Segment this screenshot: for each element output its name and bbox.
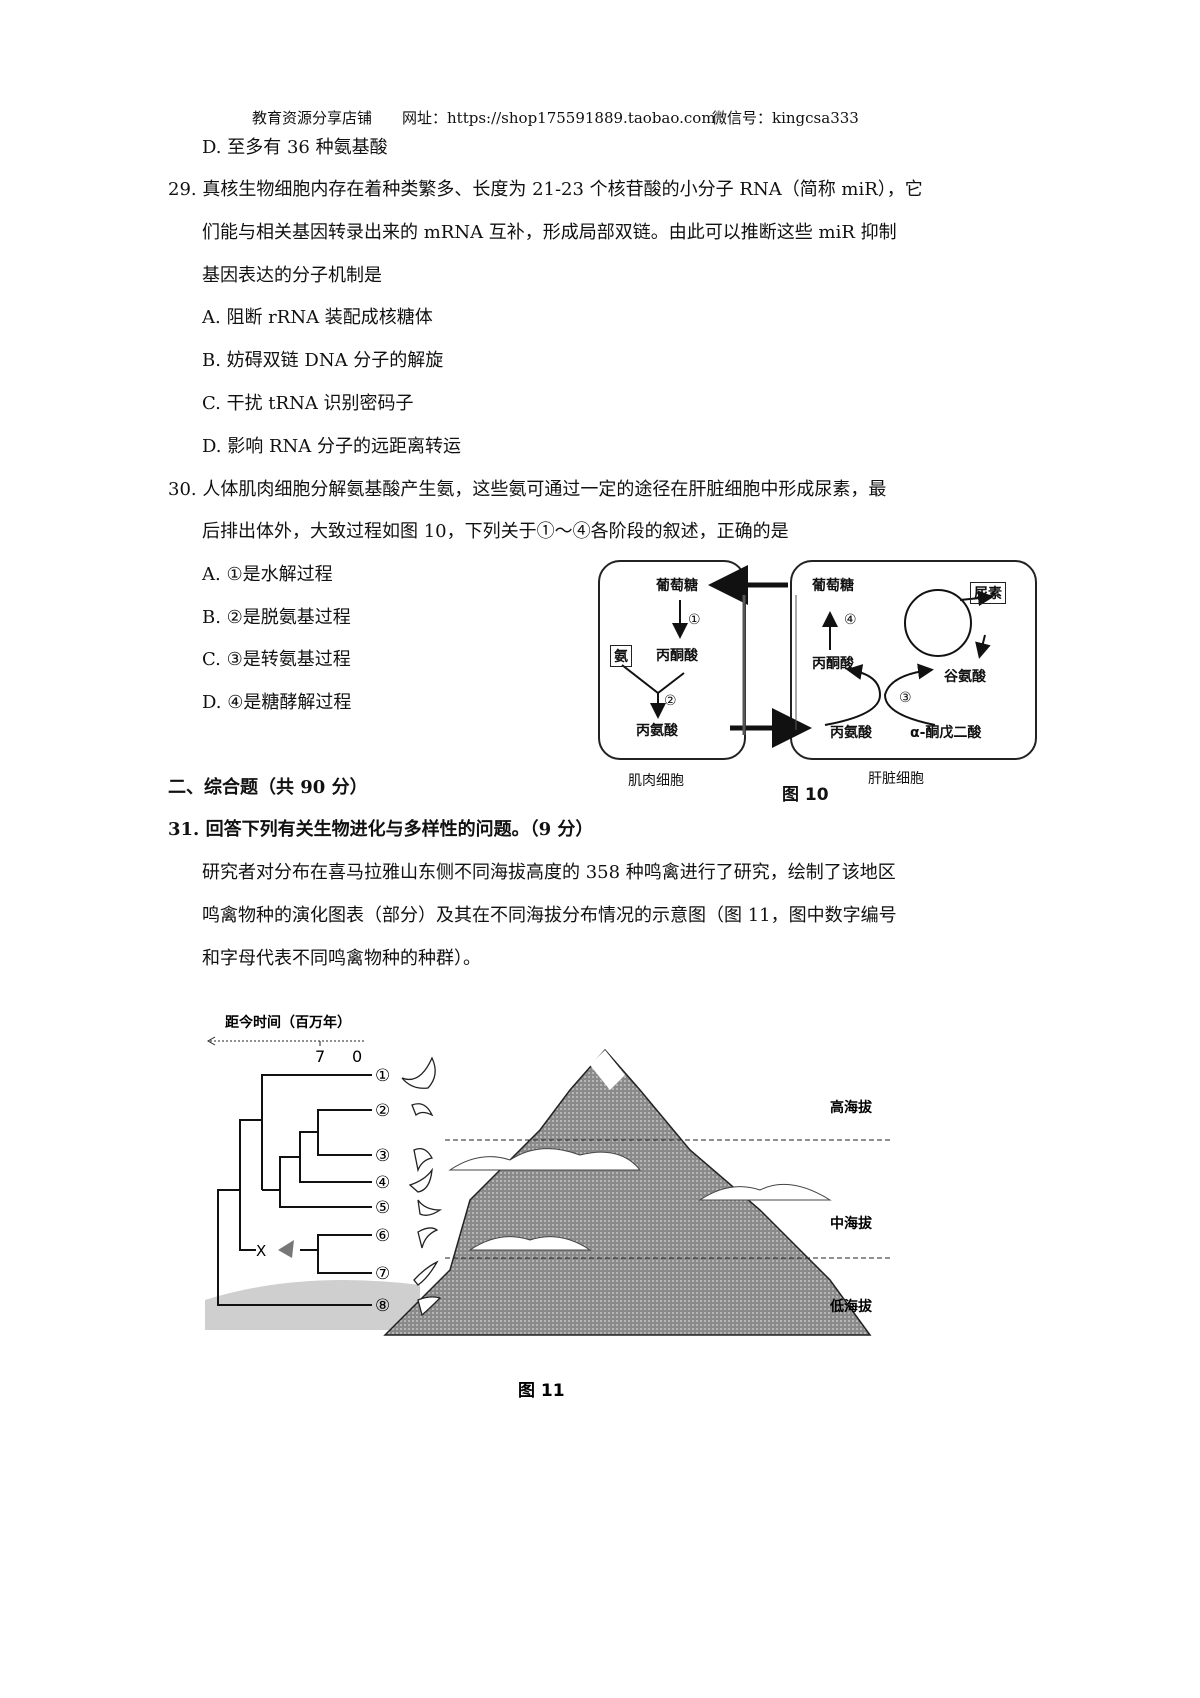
- q30-option-d: D. ④是糖酵解过程: [202, 692, 352, 713]
- muscle-pyruvate: 丙酮酸: [656, 648, 698, 664]
- q29-line: 基因表达的分子机制是: [202, 265, 382, 286]
- q29-line: 们能与相关基因转录出来的 mRNA 互补，形成局部双链。由此可以推断这些 miR…: [202, 222, 897, 243]
- muscle-glucose: 葡萄糖: [656, 578, 698, 594]
- bird-icons: [399, 1056, 443, 1317]
- bird-icon: [417, 1199, 443, 1216]
- urea: 尿素: [970, 582, 1006, 604]
- step-1: ①: [688, 612, 701, 628]
- q31-title: 31. 回答下列有关生物进化与多样性的问题。（9 分）: [168, 819, 594, 840]
- bird-icon: [411, 1103, 434, 1117]
- q29-option-d: D. 影响 RNA 分子的远距离转运: [202, 436, 461, 457]
- species-7: ⑦: [375, 1264, 390, 1284]
- q30-option-c: C. ③是转氨基过程: [202, 649, 351, 670]
- q29-line: 29. 真核生物细胞内存在着种类繁多、长度为 21-23 个核苷酸的小分子 RN…: [168, 179, 923, 200]
- q31-line: 和字母代表不同鸣禽物种的种群）。: [202, 948, 481, 969]
- alpha-ketoglutarate: α-酮戊二酸: [910, 725, 982, 741]
- bird-icon: [413, 1260, 439, 1286]
- q29-option-a: A. 阻断 rRNA 装配成核糖体: [202, 307, 433, 328]
- bird-icon: [417, 1296, 442, 1317]
- ancestor-bird-icon: [278, 1240, 294, 1258]
- bird-icon: [408, 1167, 433, 1193]
- liver-cell-label: 肝脏细胞: [868, 771, 924, 787]
- q31-line: 鸣禽物种的演化图表（部分）及其在不同海拔分布情况的示意图（图 11，图中数字编号: [202, 905, 897, 926]
- q30-option-b: B. ②是脱氨基过程: [202, 607, 351, 628]
- header-shop: 教育资源分享店铺: [252, 109, 373, 127]
- species-4: ④: [375, 1173, 390, 1193]
- high-altitude-label: 高海拔: [830, 1099, 873, 1116]
- liver-pyruvate: 丙酮酸: [812, 656, 854, 672]
- q29-option-b: B. 妨碍双链 DNA 分子的解旋: [202, 350, 444, 371]
- prev-option-d: D. 至多有 36 种氨基酸: [202, 137, 388, 158]
- mountain: [383, 1048, 872, 1336]
- figure-10-arrows: [621, 565, 994, 748]
- ammonia: 氨: [610, 645, 632, 667]
- bird-icon: [417, 1227, 439, 1249]
- mid-altitude-label: 中海拔: [830, 1215, 873, 1232]
- step-3: ③: [899, 690, 912, 706]
- species-3: ③: [375, 1146, 390, 1166]
- clouds: [448, 1148, 832, 1251]
- header-url: 网址：https://shop175591889.taobao.com: [402, 109, 716, 127]
- phylogenetic-tree: [217, 1074, 372, 1306]
- muscle-cell-label: 肌肉细胞: [628, 773, 684, 789]
- q30-option-a: A. ①是水解过程: [202, 564, 333, 585]
- tick-7: 7: [315, 1047, 325, 1066]
- q30-line: 后排出体外，大致过程如图 10，下列关于①～④各阶段的叙述，正确的是: [202, 521, 789, 542]
- liver-alanine: 丙氨酸: [830, 725, 872, 741]
- figure-11-caption: 图 11: [518, 1381, 565, 1401]
- glutamate: 谷氨酸: [944, 669, 986, 685]
- step-4: ④: [844, 612, 857, 628]
- species-6: ⑥: [375, 1226, 390, 1246]
- step-2: ②: [664, 693, 677, 709]
- species-1: ①: [375, 1066, 390, 1086]
- ancestor-x: X: [256, 1242, 266, 1260]
- bird-icon: [399, 1056, 436, 1089]
- q29-option-c: C. 干扰 tRNA 识别密码子: [202, 393, 414, 414]
- q30-line: 30. 人体肌肉细胞分解氨基酸产生氨，这些氨可通过一定的途径在肝脏细胞中形成尿素…: [168, 479, 887, 500]
- figure-10-caption: 图 10: [782, 785, 829, 805]
- low-altitude-label: 低海拔: [829, 1298, 873, 1315]
- species-5: ⑤: [375, 1198, 390, 1218]
- header-wechat: 微信号：kingcsa333: [712, 109, 859, 127]
- liver-glucose: 葡萄糖: [812, 578, 854, 594]
- bird-icon: [413, 1147, 433, 1173]
- tick-0: 0: [352, 1047, 362, 1066]
- q31-line: 研究者对分布在喜马拉雅山东侧不同海拔高度的 358 种鸣禽进行了研究，绘制了该地…: [202, 862, 896, 883]
- section-2-heading: 二、综合题（共 90 分）: [168, 777, 368, 798]
- liver-cell-box: [790, 560, 1037, 760]
- species-8: ⑧: [375, 1296, 390, 1316]
- species-2: ②: [375, 1101, 390, 1121]
- muscle-alanine: 丙氨酸: [636, 723, 678, 739]
- time-axis-title: 距今时间（百万年）: [225, 1014, 351, 1031]
